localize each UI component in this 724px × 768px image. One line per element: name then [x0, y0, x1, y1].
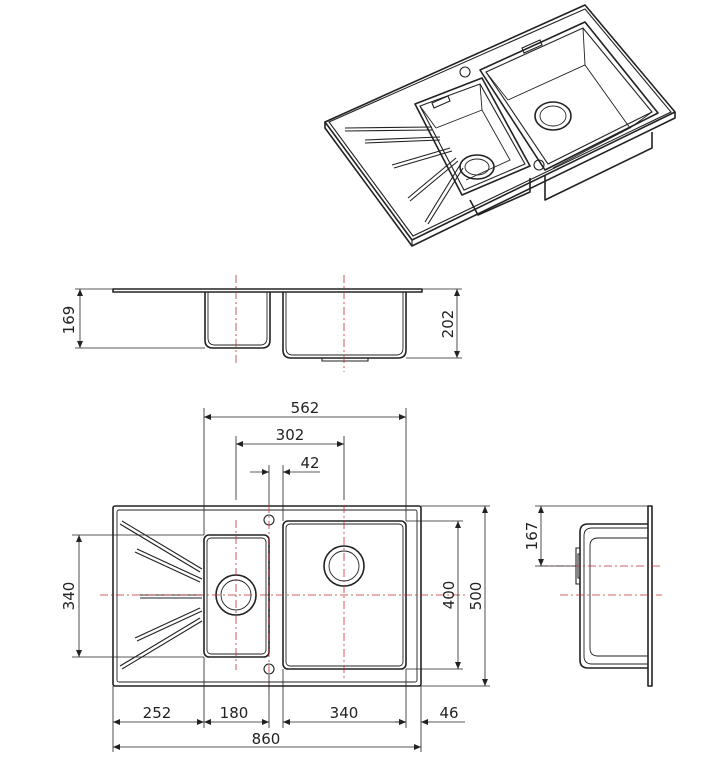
- dim-202-label: 202: [439, 310, 457, 339]
- dim-340-vertical-label: 340: [60, 582, 78, 611]
- isometric-view: [324, 4, 676, 247]
- dim-302-label: 302: [276, 426, 305, 444]
- dim-46-label: 46: [439, 704, 458, 722]
- drainer-grooves: [344, 126, 464, 225]
- top-view: 562 302 42 340 400 500 252 180 340 46: [60, 399, 490, 752]
- main-bowl-drain-icon: [534, 101, 572, 131]
- small-bowl-overflow-icon: [431, 95, 451, 109]
- main-bowl-overflow-icon: [521, 39, 543, 54]
- dim-340-horizontal-label: 340: [330, 704, 359, 722]
- side-view: 169 202: [60, 275, 462, 372]
- dim-500-label: 500: [467, 582, 485, 611]
- end-view: 167: [523, 505, 662, 687]
- dim-252-label: 252: [143, 704, 172, 722]
- dim-860-label: 860: [252, 730, 281, 748]
- dim-169-label: 169: [60, 306, 78, 335]
- tap-hole-icon: [533, 159, 545, 171]
- drainer-grooves: [119, 520, 203, 670]
- dim-167-label: 167: [523, 522, 541, 551]
- dim-400-label: 400: [440, 581, 458, 610]
- dim-180-label: 180: [220, 704, 249, 722]
- dim-42-label: 42: [300, 454, 319, 472]
- small-bowl-drain-icon: [459, 154, 495, 180]
- tap-hole-icon: [459, 66, 471, 78]
- dim-562-label: 562: [291, 399, 320, 417]
- tap-hole-icon: [263, 663, 275, 675]
